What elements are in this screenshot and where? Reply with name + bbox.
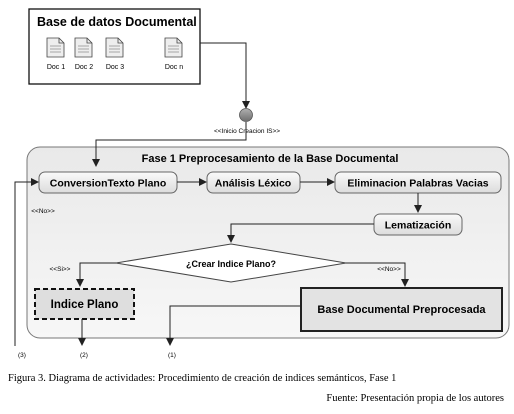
flow-arrow (92, 122, 247, 167)
exit-label: (3) (18, 352, 26, 359)
document-icon (164, 37, 183, 58)
flat-index-label: Indice Plano (51, 299, 119, 311)
output-label: Base Documental Preprocesada (317, 304, 486, 316)
phase-title: Fase 1 Preprocesamiento de la Base Docum… (142, 153, 399, 165)
exit-label: (2) (80, 352, 88, 359)
flow-arrow (166, 305, 301, 346)
activity-conversion-label: ConversionTexto Plano (50, 178, 167, 190)
guard-yes-label: <<Si>> (50, 266, 71, 273)
start-label: <<Inicio Creacion IS>> (214, 128, 280, 135)
doc-label: Doc 2 (75, 64, 93, 71)
activity-stopwords-label: Eliminacion Palabras Vacias (347, 178, 488, 190)
output-box (300, 287, 503, 332)
figure-source: Fuente: Presentación propia de los autor… (326, 393, 504, 404)
document-icon (74, 37, 93, 58)
flow-arrow (76, 262, 116, 287)
flow-arrow (227, 223, 374, 243)
doc-label: Doc 1 (47, 64, 65, 71)
activity-lexical-label: Análisis Léxico (215, 178, 291, 190)
decision-label: ¿Crear Indice Plano? (186, 259, 276, 269)
decision-node (115, 243, 347, 283)
guard-no-label: <<No>> (377, 266, 401, 273)
flow-arrow (14, 178, 39, 346)
doc-label: Doc 3 (106, 64, 124, 71)
document-icon (105, 37, 124, 58)
flat-index-box (34, 288, 135, 320)
doc-label: Doc n (165, 64, 183, 71)
figure-caption: Figura 3. Diagrama de actividades: Proce… (8, 373, 397, 384)
flow-arrow (200, 42, 250, 109)
exit-label: (1) (168, 352, 176, 359)
document-icon (46, 37, 65, 58)
database-title: Base de datos Documental (37, 15, 197, 29)
activity-lemmatization-label: Lematización (385, 220, 452, 232)
flow-arrow (346, 262, 409, 287)
start-node (239, 108, 253, 122)
guard-no-loop-label: <<No>> (31, 208, 55, 215)
